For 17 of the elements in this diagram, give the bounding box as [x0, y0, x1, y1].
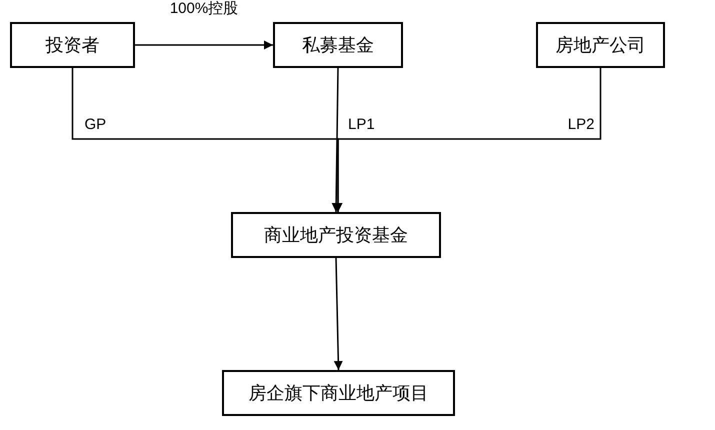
edge-label: 100%控股	[170, 1, 238, 16]
process-box	[273, 22, 403, 68]
process-box	[222, 370, 455, 416]
process-box	[231, 212, 441, 258]
arrow	[332, 68, 341, 212]
box-label: 投资者	[46, 34, 100, 56]
box-label: 商业地产投资基金	[264, 224, 408, 246]
edge-label: LP1	[348, 117, 375, 132]
box-label: 房地产公司	[556, 34, 646, 56]
edge-label: GP	[84, 117, 106, 132]
box-label: 私募基金	[302, 34, 374, 56]
arrow	[135, 40, 273, 50]
process-box	[10, 22, 135, 68]
process-box	[536, 22, 665, 68]
box-label: 房企旗下商业地产项目	[248, 382, 428, 404]
arrow	[334, 258, 343, 370]
edge-label: LP2	[568, 117, 594, 132]
